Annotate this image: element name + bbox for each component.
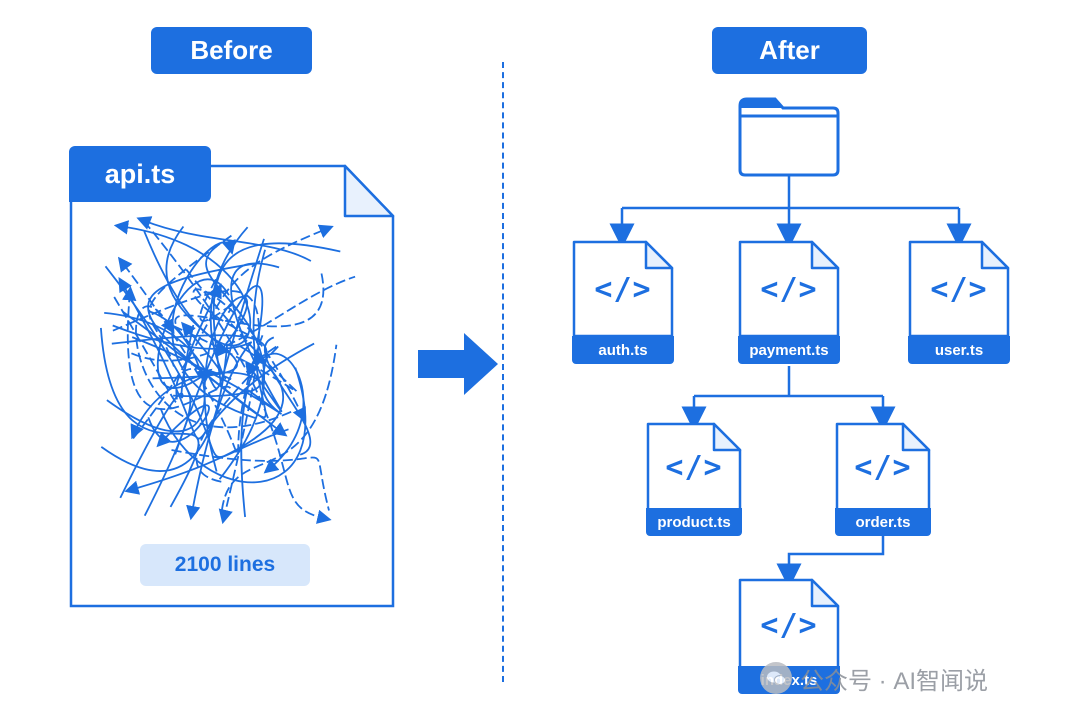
code-icon: </> — [760, 608, 818, 643]
tangle-curve — [171, 239, 257, 420]
tangle-curve — [118, 276, 315, 440]
wechat-logo-icon — [760, 662, 792, 694]
code-icon: </> — [594, 272, 652, 307]
filename-label: auth.ts — [572, 336, 674, 364]
tangled-code-icon — [100, 216, 356, 525]
tangle-curve — [117, 256, 264, 456]
file-user: </> user.ts — [908, 240, 1010, 364]
tangle-curve — [264, 336, 312, 456]
tangle-curve — [143, 220, 332, 524]
code-icon: </> — [665, 450, 723, 485]
tangle-curve — [205, 245, 266, 480]
filename-label: product.ts — [646, 508, 742, 536]
code-icon: </> — [760, 272, 818, 307]
line-count-badge: 2100 lines — [140, 544, 310, 586]
monolith-filename: api.ts — [69, 146, 211, 202]
tangle-curve — [240, 352, 305, 518]
after-label: After — [712, 27, 867, 74]
tangle-curve — [122, 286, 232, 410]
tangle-curve — [174, 273, 325, 346]
tangle-curve — [135, 305, 292, 429]
tangle-curve — [131, 275, 356, 362]
watermark-text: 公众号 · AI智闻说 — [800, 667, 989, 695]
tangle-curve — [171, 449, 330, 511]
tangle-curve — [104, 265, 289, 458]
document-outline — [69, 164, 395, 608]
filename-label: order.ts — [835, 508, 931, 536]
code-icon: </> — [854, 450, 912, 485]
tangle-curve — [172, 267, 298, 393]
file-product: </> product.ts — [646, 422, 742, 536]
folder-icon — [738, 97, 840, 177]
tangle-curve — [113, 220, 252, 347]
before-label: Before — [151, 27, 312, 74]
tangle-curve — [159, 367, 307, 484]
section-divider — [502, 62, 504, 682]
watermark: 公众号 · AI智闻说 — [760, 660, 988, 696]
file-order: </> order.ts — [835, 422, 931, 536]
tangle-curve — [147, 404, 210, 448]
file-auth: </> auth.ts — [572, 240, 674, 364]
transform-arrow-icon — [418, 333, 498, 395]
monolith-file: api.ts 2100 lines — [69, 146, 395, 608]
filename-label: payment.ts — [738, 336, 840, 364]
file-payment: </> payment.ts — [738, 240, 840, 364]
tangle-curve — [112, 290, 260, 525]
tangle-curve — [104, 238, 265, 390]
tangle-curve — [199, 266, 234, 322]
filename-label: user.ts — [908, 336, 1010, 364]
tangle-curve — [113, 296, 233, 404]
code-icon: </> — [930, 272, 988, 307]
tangle-curve — [221, 344, 338, 511]
tangle-curve — [192, 288, 306, 423]
tangle-curve — [147, 262, 288, 437]
